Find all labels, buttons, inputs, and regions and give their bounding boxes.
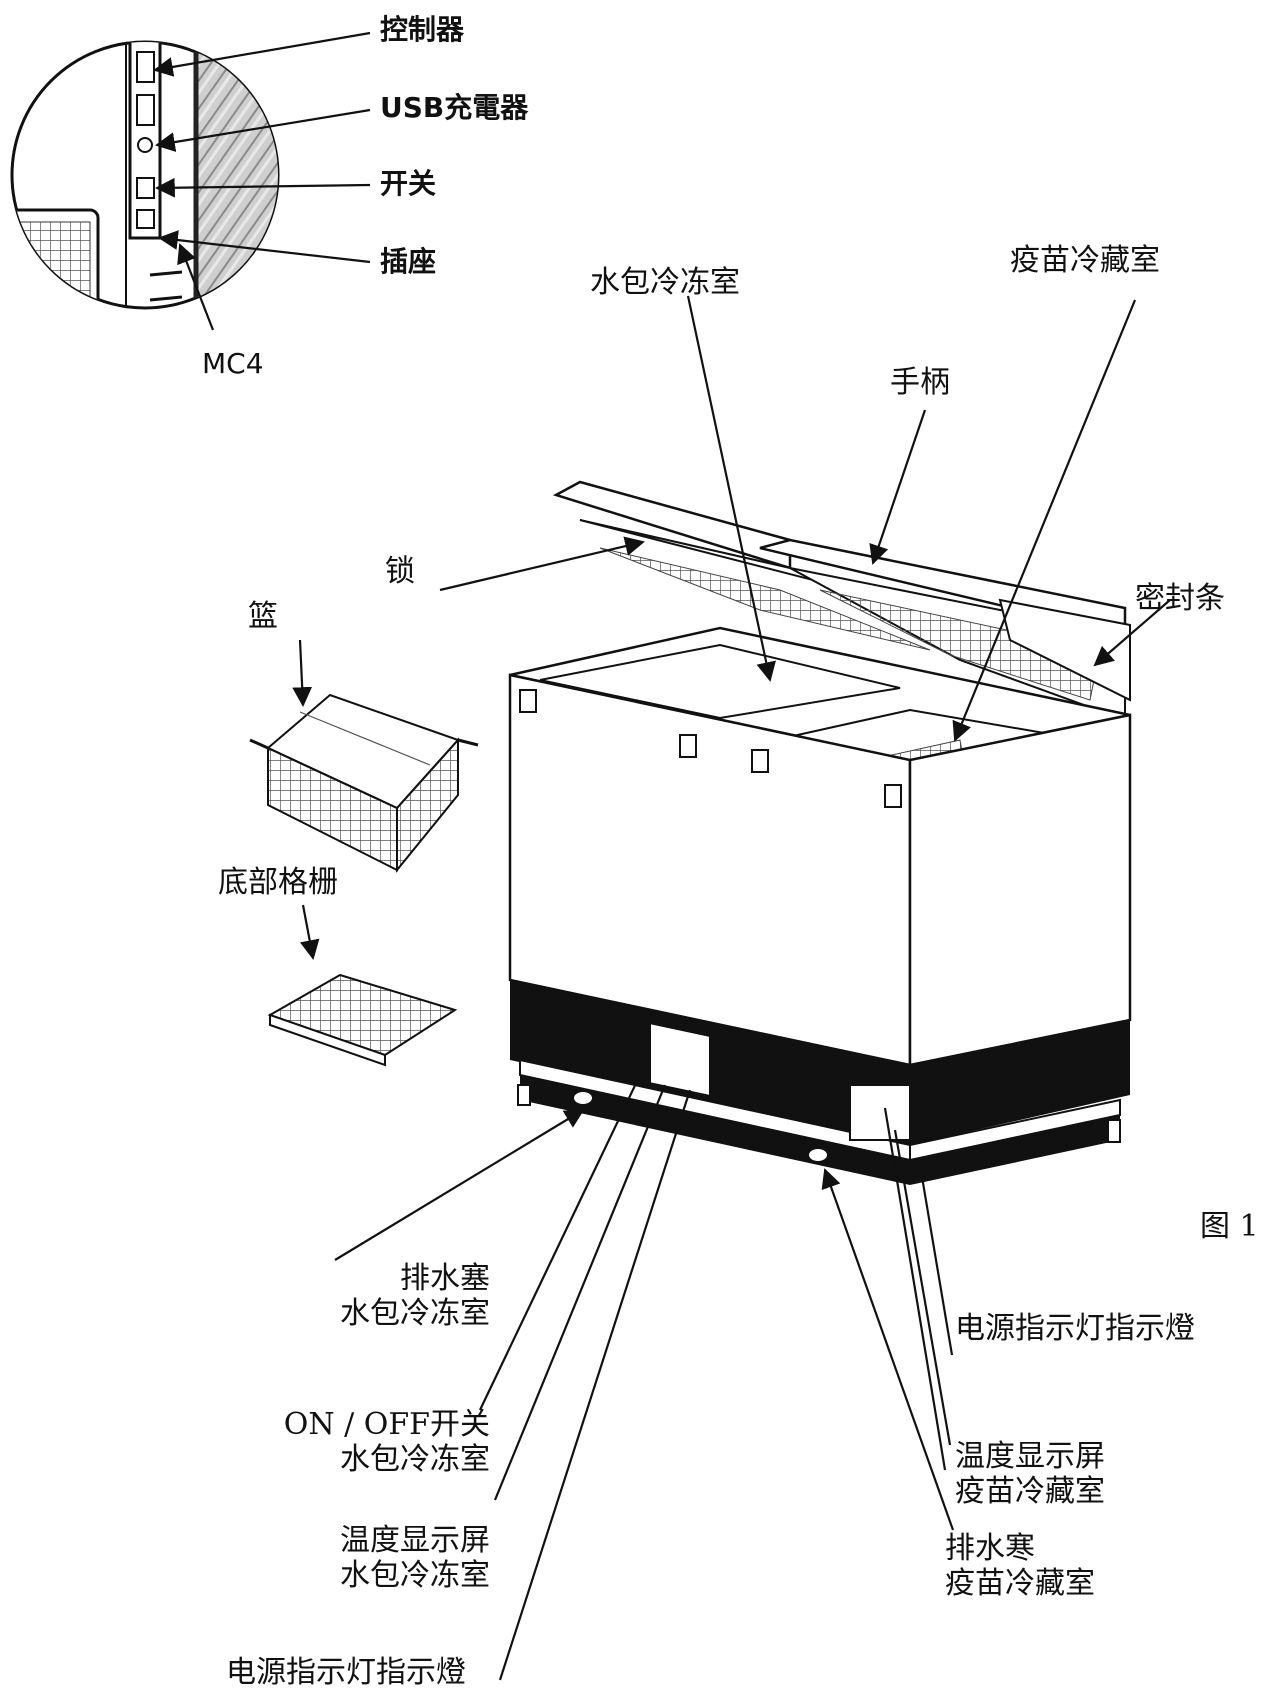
- label-temp-display-freezer-line1: 温度显示屏: [340, 1523, 490, 1558]
- inset-label-mc4: MC4: [202, 347, 264, 380]
- label-temp-display-vaccine-line2: 疫苗冷藏室: [955, 1473, 1105, 1509]
- inset-label-socket: 插座: [380, 245, 437, 278]
- inset-label-switch: 开关: [380, 167, 437, 200]
- label-vaccine-fridge: 疫苗冷藏室: [1010, 243, 1160, 278]
- inset-detail: [10, 40, 280, 310]
- label-seal: 密封条: [1135, 581, 1225, 616]
- label-on-off-switch-freezer-line2: 水包冷冻室: [340, 1441, 490, 1477]
- label-lock: 锁: [385, 554, 415, 589]
- label-drain-plug-vaccine-line2: 疫苗冷藏室: [945, 1565, 1095, 1601]
- bottom-grid-arrow: [299, 904, 320, 960]
- bottom-grid-illustration: [267, 973, 458, 1067]
- figure-number: 图 1: [1200, 1209, 1259, 1244]
- label-drain-plug-freezer-line2: 水包冷冻室: [340, 1295, 490, 1331]
- label-handle: 手柄: [890, 365, 950, 400]
- basket-illustration: [249, 693, 479, 873]
- inset-leaders: [153, 31, 371, 331]
- freezer-body: [508, 480, 1132, 1185]
- label-power-indicator-left: 电源指示灯指示燈: [226, 1655, 466, 1690]
- basket-arrow: [292, 639, 313, 707]
- label-temp-display-freezer: 温度显示屏 水包冷冻室: [300, 1523, 490, 1593]
- main-leaders: [334, 295, 1171, 1681]
- label-temp-display-vaccine: 温度显示屏 疫苗冷藏室: [955, 1439, 1105, 1509]
- label-basket: 篮: [248, 599, 278, 634]
- label-drain-plug-freezer-line1: 排水塞: [400, 1261, 490, 1296]
- label-temp-display-freezer-line2: 水包冷冻室: [340, 1557, 490, 1593]
- label-power-indicator-right: 电源指示灯指示燈: [955, 1311, 1195, 1346]
- label-temp-display-vaccine-line1: 温度显示屏: [955, 1439, 1105, 1474]
- label-bottom-grid: 底部格栅: [218, 865, 338, 900]
- label-on-off-switch-freezer-line1: ON / OFF开关: [283, 1407, 490, 1442]
- inset-label-usb-charger: USB充電器: [380, 91, 529, 124]
- label-drain-plug-vaccine: 排水寒 疫苗冷藏室: [945, 1531, 1095, 1601]
- label-water-pack-freezer: 水包冷冻室: [590, 265, 740, 300]
- label-drain-plug-vaccine-line1: 排水寒: [945, 1531, 1035, 1566]
- label-drain-plug-freezer: 排水塞 水包冷冻室: [320, 1261, 490, 1331]
- label-on-off-switch-freezer: ON / OFF开关 水包冷冻室: [270, 1407, 490, 1477]
- inset-label-controller: 控制器: [380, 13, 465, 46]
